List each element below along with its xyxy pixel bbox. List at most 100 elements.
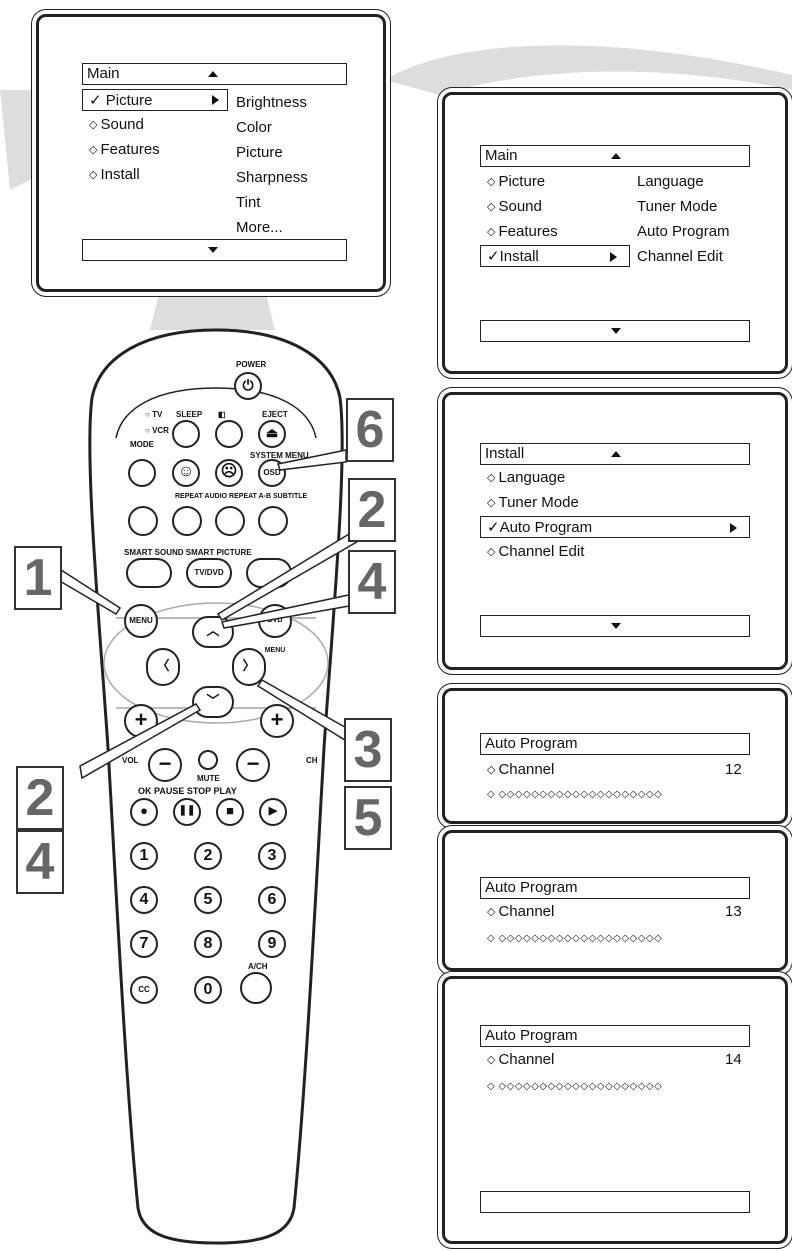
right-button[interactable]: 〉	[232, 648, 266, 686]
digit-3-button[interactable]: 3	[258, 842, 286, 870]
mute-label: MUTE	[197, 774, 220, 783]
channel-label: Channel	[498, 1051, 555, 1068]
ach-button[interactable]	[240, 972, 272, 1004]
item-label: Sound	[498, 198, 542, 215]
digit-1-button[interactable]: 1	[130, 842, 158, 870]
submenu-item: Tint	[236, 194, 261, 211]
menu-header: Main	[82, 63, 347, 85]
ch-down-button[interactable]: −	[236, 748, 270, 782]
channel-value: 12	[725, 761, 742, 778]
submenu-item: Color	[236, 119, 272, 136]
subtitle-button[interactable]	[258, 506, 288, 536]
callout-1: 1	[14, 546, 62, 610]
item-label: Language	[498, 469, 566, 486]
progress-dots: ◇ ◇◇◇◇◇◇◇◇◇◇◇◇◇◇◇◇◇◇◇◇	[487, 933, 663, 944]
channel-row: ◇Channel	[487, 903, 554, 920]
cc-button[interactable]: CC	[130, 976, 158, 1004]
eject-button[interactable]: ⏏	[258, 420, 286, 448]
right-arrow-icon	[212, 95, 219, 105]
stop-button[interactable]: ■	[216, 798, 244, 826]
smart-labels: SMART SOUND SMART PICTURE	[124, 548, 252, 557]
menu-item-install: ◇Install	[89, 166, 140, 183]
channel-value: 14	[725, 1051, 742, 1068]
mute-button[interactable]	[198, 750, 218, 770]
sleep-button[interactable]	[172, 420, 200, 448]
digit-6-button[interactable]: 6	[258, 886, 286, 914]
repeat-ab-button[interactable]	[215, 506, 245, 536]
diamond-icon: ◇	[487, 1054, 496, 1066]
tv-screen-auto-program-12: Auto Program ◇Channel 12 ◇ ◇◇◇◇◇◇◇◇◇◇◇◇◇…	[442, 688, 788, 824]
menu-header: Auto Program	[480, 1025, 750, 1047]
diamond-icon: ◇	[89, 169, 98, 181]
item-label: Features	[100, 141, 160, 158]
item-label: Tuner Mode	[498, 494, 579, 511]
item-label: Sound	[100, 116, 144, 133]
frown-button[interactable]: ☹	[215, 459, 243, 487]
menu-item-auto-program: ✓Auto Program	[487, 518, 592, 536]
down-button[interactable]: ﹀	[192, 686, 234, 718]
menu-item-sound: ◇Sound	[89, 116, 144, 133]
diamond-icon: ◇	[487, 472, 496, 484]
item-label: Install	[100, 166, 140, 183]
tv-screen-install: Install ◇Language ◇Tuner Mode ✓Auto Prog…	[442, 392, 788, 670]
menu-item-picture: ✓ Picture	[89, 91, 152, 109]
digit-9-button[interactable]: 9	[258, 930, 286, 958]
diamond-icon: ◇	[89, 119, 98, 131]
channel-row: ◇Channel	[487, 1051, 554, 1068]
menu-item-install: ✓Install	[487, 247, 539, 265]
digit-8-button[interactable]: 8	[194, 930, 222, 958]
repeat-button[interactable]	[128, 506, 158, 536]
power-label: POWER	[236, 360, 267, 369]
header-label: Main	[87, 65, 120, 82]
down-arrow-icon	[611, 328, 621, 334]
smile-button[interactable]: ☺	[172, 459, 200, 487]
power-button[interactable]: ⏻	[234, 372, 262, 400]
left-button[interactable]: 〈	[146, 648, 180, 686]
tv-text: TV	[152, 410, 163, 419]
submenu-item: Channel Edit	[637, 248, 723, 265]
callout-4-top: 4	[348, 550, 396, 614]
diamond-icon: ◇	[487, 497, 496, 509]
right-arrow-icon	[610, 252, 617, 262]
audio-button[interactable]	[172, 506, 202, 536]
callout-5: 5	[344, 786, 392, 850]
channel-label: Channel	[498, 761, 555, 778]
vol-down-button[interactable]: −	[148, 748, 182, 782]
submenu-item: Sharpness	[236, 169, 308, 186]
tv-dvd-button[interactable]: TV/DVD	[186, 558, 232, 588]
mode-button[interactable]	[128, 459, 156, 487]
highlight-auto-program	[480, 516, 750, 538]
smart-sound-button[interactable]	[126, 558, 172, 588]
ok-button[interactable]: ●	[130, 798, 158, 826]
check-icon: ✓	[487, 248, 500, 265]
digit-4-button[interactable]: 4	[130, 886, 158, 914]
ach-label: A/CH	[248, 962, 268, 971]
menu-item-sound: ◇Sound	[487, 198, 542, 215]
osd-button[interactable]: OSD	[258, 459, 286, 487]
play-button[interactable]: ▶	[259, 798, 287, 826]
menu-item-features: ◇Features	[487, 223, 558, 240]
channel-value: 13	[725, 903, 742, 920]
callout-6: 6	[346, 398, 394, 462]
vol-label: VOL	[122, 756, 139, 765]
diamond-icon: ◇	[487, 226, 496, 238]
menu-footer	[480, 320, 750, 342]
digit-5-button[interactable]: 5	[194, 886, 222, 914]
digit-2-button[interactable]: 2	[194, 842, 222, 870]
menu-footer	[480, 1191, 750, 1213]
check-icon: ✓	[89, 92, 102, 109]
ch-up-button[interactable]: +	[260, 704, 294, 738]
aspect-button[interactable]	[215, 420, 243, 448]
progress-dots: ◇ ◇◇◇◇◇◇◇◇◇◇◇◇◇◇◇◇◇◇◇◇	[487, 1081, 663, 1092]
pause-button[interactable]: ❚❚	[173, 798, 201, 826]
menu-button[interactable]: MENU	[124, 604, 158, 638]
highlight-picture	[82, 89, 228, 111]
submenu-item: Tuner Mode	[637, 198, 718, 215]
channel-row: ◇Channel	[487, 761, 554, 778]
submenu-item: Language	[637, 173, 704, 190]
digit-7-button[interactable]: 7	[130, 930, 158, 958]
digit-0-button[interactable]: 0	[194, 976, 222, 1004]
menu-header: Main	[480, 145, 750, 167]
aspect-icon: ◧	[218, 410, 226, 419]
